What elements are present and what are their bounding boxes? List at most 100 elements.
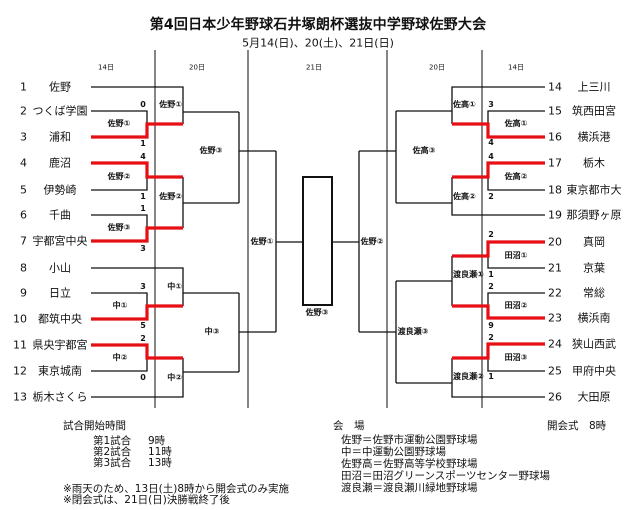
team-seed: 22 — [548, 286, 562, 300]
round1-left-top-arm — [91, 161, 183, 179]
round1-left-top-arm — [91, 292, 148, 306]
team-seed: 3 — [20, 130, 27, 144]
round1-right-bottom-arm — [487, 358, 545, 372]
column-header-right-round1: 14日 — [508, 63, 524, 72]
team-name: 横浜南 — [577, 311, 611, 325]
team-name: 那須野ヶ原 — [566, 208, 622, 222]
match-label: 中② — [167, 373, 182, 382]
team-name: 筑西田宮 — [572, 104, 616, 118]
note: ※閉会式は、21日(日)決勝戦終了後 — [63, 493, 230, 506]
venue-item: 佐野高＝佐野高等学校野球場 — [341, 457, 478, 470]
score: 2 — [488, 333, 494, 342]
round1-left-bottom-arm — [91, 358, 148, 372]
team-seed: 14 — [548, 80, 562, 94]
team-name: 上三川 — [577, 80, 611, 94]
round1-right-top-arm — [452, 342, 545, 360]
semifinal-right-label: 佐野② — [360, 237, 384, 246]
team-name: 県央宇都宮 — [32, 338, 88, 352]
match-label: 佐野① — [159, 100, 182, 109]
team-seed: 24 — [548, 337, 562, 351]
round1-right-bottom-arm — [452, 122, 545, 139]
match-label: 田沼③ — [504, 353, 528, 362]
match-label: 佐高③ — [412, 146, 436, 155]
venue-item: 田沼＝田沼グリーンスポーツセンター野球場 — [341, 469, 551, 482]
score: 1 — [488, 372, 494, 381]
score: 2 — [488, 230, 494, 239]
team-name: 京葉 — [583, 261, 605, 275]
column-header-left-round2: 20日 — [189, 63, 205, 72]
round1-left-bottom-arm — [91, 304, 183, 321]
match-label: 佐高② — [453, 192, 476, 201]
score: 9 — [488, 321, 494, 330]
match-label: 佐高② — [504, 172, 528, 181]
round1-left-top-arm — [91, 110, 148, 124]
team-name: 東京城南 — [38, 364, 82, 378]
team-name: 宇都宮中央 — [32, 234, 88, 248]
team-name: 大田原 — [577, 390, 611, 404]
match-label: 渡良瀬① — [453, 270, 484, 279]
score: 4 — [488, 152, 494, 161]
score: 4 — [488, 138, 494, 147]
match-label: 佐高① — [504, 119, 528, 128]
match-label: 佐野① — [107, 119, 131, 128]
team-name: 常総 — [583, 286, 605, 300]
score: 0 — [140, 100, 146, 109]
round1-right-bottom-arm — [452, 304, 545, 320]
column-header-left-round1: 14日 — [98, 63, 114, 72]
team-name: 伊勢崎 — [43, 183, 77, 197]
team-seed: 20 — [548, 235, 562, 249]
team-seed: 19 — [548, 208, 562, 222]
round1-left-bottom-arm — [91, 226, 183, 243]
venue-title: 会 場 — [333, 419, 365, 432]
round2-left-top-arm — [91, 86, 184, 112]
match-label: 佐野② — [159, 192, 182, 201]
team-name: 都筑中央 — [38, 312, 82, 326]
match-label: 田沼② — [504, 301, 528, 310]
team-seed: 2 — [20, 104, 27, 118]
team-seed: 23 — [548, 311, 562, 325]
bracket-winner-lines — [91, 122, 545, 360]
team-seed: 13 — [13, 390, 27, 404]
team-seed: 11 — [13, 338, 27, 352]
team-name: 小山 — [49, 261, 71, 275]
venue-item: 中＝中運動公園野球場 — [341, 445, 446, 458]
team-seed: 4 — [20, 156, 27, 170]
team-name: 佐野 — [49, 80, 71, 94]
match-label: 佐野② — [107, 172, 131, 181]
round1-right-bottom-arm — [487, 256, 545, 269]
venue-item: 佐野＝佐野市運動公園野球場 — [341, 433, 478, 446]
score: 1 — [140, 139, 146, 148]
schedule-game: 第1試合 — [93, 434, 132, 447]
venue-item: 渡良瀬＝渡良瀬川緑地野球場 — [341, 481, 478, 494]
score: 2 — [488, 192, 494, 201]
schedule-game: 第3試合 — [93, 456, 132, 469]
team-name: 横浜港 — [577, 130, 611, 144]
tournament-dates: 5月14(日)、20(土)、21日(日) — [242, 36, 394, 50]
score: 2 — [140, 334, 146, 343]
match-label: 渡良瀬② — [453, 372, 484, 381]
semifinal-left-label: 佐野① — [250, 237, 274, 246]
team-name: 甲府中央 — [572, 364, 616, 378]
score: 1 — [140, 192, 146, 201]
schedule-game: 第2試合 — [93, 445, 132, 458]
score: 1 — [488, 270, 494, 279]
team-seed: 25 — [548, 364, 562, 378]
bracket-black-lines — [91, 86, 545, 398]
team-seed: 5 — [20, 183, 27, 197]
round1-right-top-arm — [487, 292, 545, 306]
schedule-title: 試合開始時間 — [63, 419, 126, 432]
opening-ceremony-time: 開会式 8時 — [547, 419, 607, 432]
match-label: 中① — [167, 282, 182, 291]
match-label: 渡良瀬③ — [397, 327, 429, 336]
team-seed: 17 — [548, 156, 562, 170]
round2-right-bottom-arm — [451, 383, 545, 398]
team-seed: 7 — [20, 234, 27, 248]
match-label: 佐野③ — [199, 146, 223, 155]
team-seed: 9 — [20, 286, 27, 300]
team-seed: 12 — [13, 364, 27, 378]
score: 1 — [140, 204, 146, 213]
match-label: 中① — [112, 301, 128, 310]
team-name: 千曲 — [49, 208, 71, 222]
team-name: 狭山西武 — [572, 337, 616, 351]
score: 3 — [488, 100, 494, 109]
